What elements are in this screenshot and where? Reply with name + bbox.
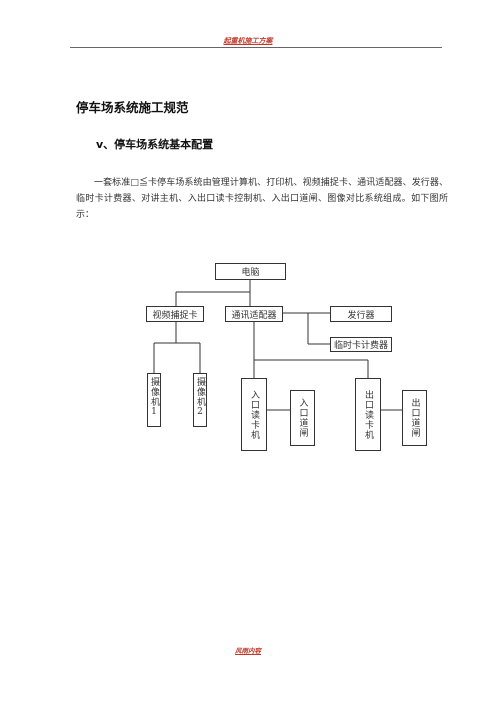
computer-box: 电脑: [215, 263, 286, 280]
comm-adapter-box: 通讯适配器: [225, 306, 283, 322]
page-footer: 风雨内容: [235, 647, 261, 655]
intro-paragraph: 一套标准□≦卡停车场系统由管理计算机、打印机、视频捕捉卡、通讯适配器、发行器、临…: [76, 178, 448, 220]
header-divider: [70, 47, 442, 48]
camera-1-box: 摄像机1: [147, 373, 161, 427]
temp-card-billing-box: 临时卡计费器: [330, 337, 392, 352]
exit-gate-box: 出口道闸: [402, 390, 427, 446]
entry-gate-box: 入口道闸: [290, 390, 315, 446]
issuer-box: 发行器: [330, 306, 392, 322]
entry-card-reader-box: 入口读卡机: [241, 378, 267, 451]
page-header: 起重机施工方案: [223, 36, 273, 45]
exit-card-reader-box: 出口读卡机: [355, 378, 381, 451]
video-capture-card-box: 视频捕捉卡: [146, 306, 204, 322]
section-title: ⅴ、停车场系统基本配置: [96, 138, 214, 151]
camera-2-box: 摄像机2: [193, 373, 207, 427]
document-title: 停车场系统施工规范: [76, 100, 189, 115]
